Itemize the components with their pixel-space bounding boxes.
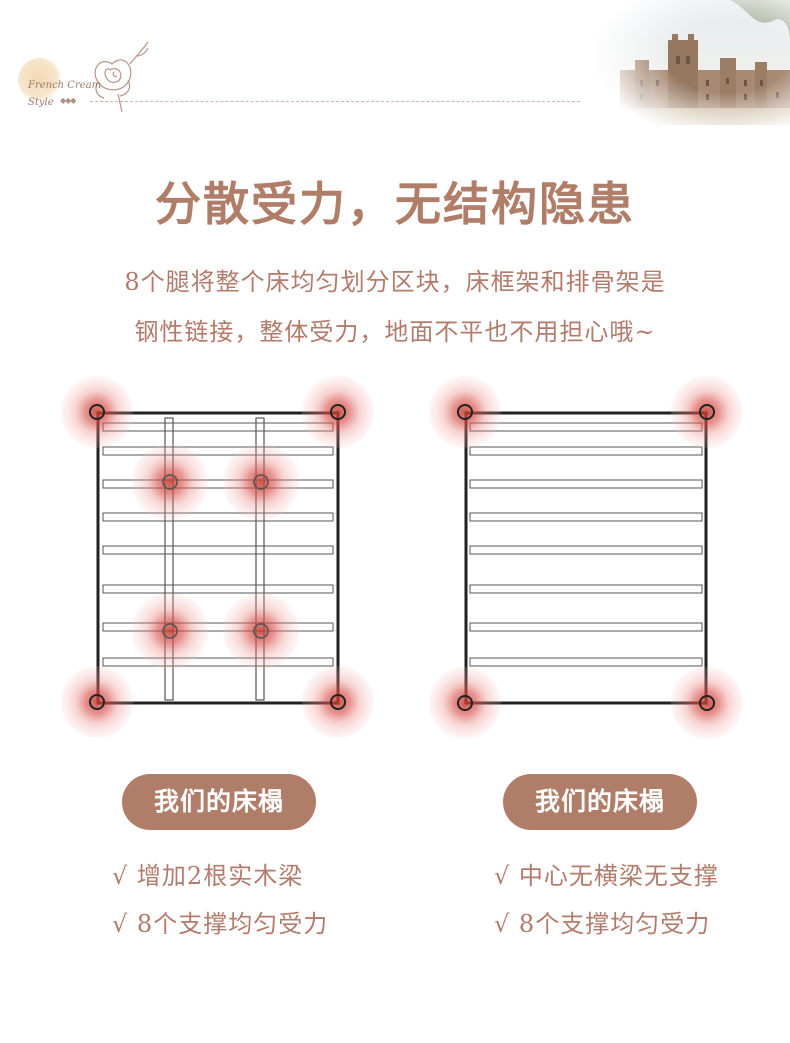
left-feature-2: √ 8个支撑均匀受力 bbox=[112, 910, 329, 938]
bed-frame-diagram-with-beams bbox=[61, 376, 374, 738]
center-beams bbox=[164, 417, 265, 701]
slats bbox=[102, 422, 334, 667]
description-line-2: 钢性链接，整体受力，地面不平也不用担心哦~ bbox=[134, 318, 656, 346]
sun-decoration bbox=[18, 58, 62, 102]
header-divider bbox=[90, 101, 600, 102]
right-feature-1: √ 中心无横梁无支撑 bbox=[494, 862, 719, 890]
support-points bbox=[429, 376, 743, 739]
description-line-1: 8个腿将整个床均匀划分区块，床框架和排骨架是 bbox=[124, 268, 666, 296]
support-points bbox=[61, 376, 374, 738]
castle-image bbox=[580, 0, 790, 125]
right-badge: 我们的床榻 bbox=[503, 774, 697, 830]
rose-icon bbox=[94, 41, 149, 113]
left-badge: 我们的床榻 bbox=[122, 774, 316, 830]
header: French Cream Style ◆◆◆ bbox=[0, 0, 790, 130]
slats bbox=[469, 422, 703, 667]
brand-subtitle: Style bbox=[28, 97, 54, 108]
right-feature-2: √ 8个支撑均匀受力 bbox=[494, 910, 711, 938]
diamond-ornament: ◆◆◆ bbox=[60, 96, 77, 105]
outer-frame bbox=[96, 411, 340, 705]
brand-name: French Cream bbox=[28, 80, 102, 91]
headline: 分散受力，无结构隐患 bbox=[155, 177, 635, 231]
bed-frame-diagram-no-beam bbox=[429, 376, 743, 739]
outer-frame bbox=[464, 411, 708, 705]
left-feature-1: √ 增加2根实木梁 bbox=[112, 862, 304, 890]
